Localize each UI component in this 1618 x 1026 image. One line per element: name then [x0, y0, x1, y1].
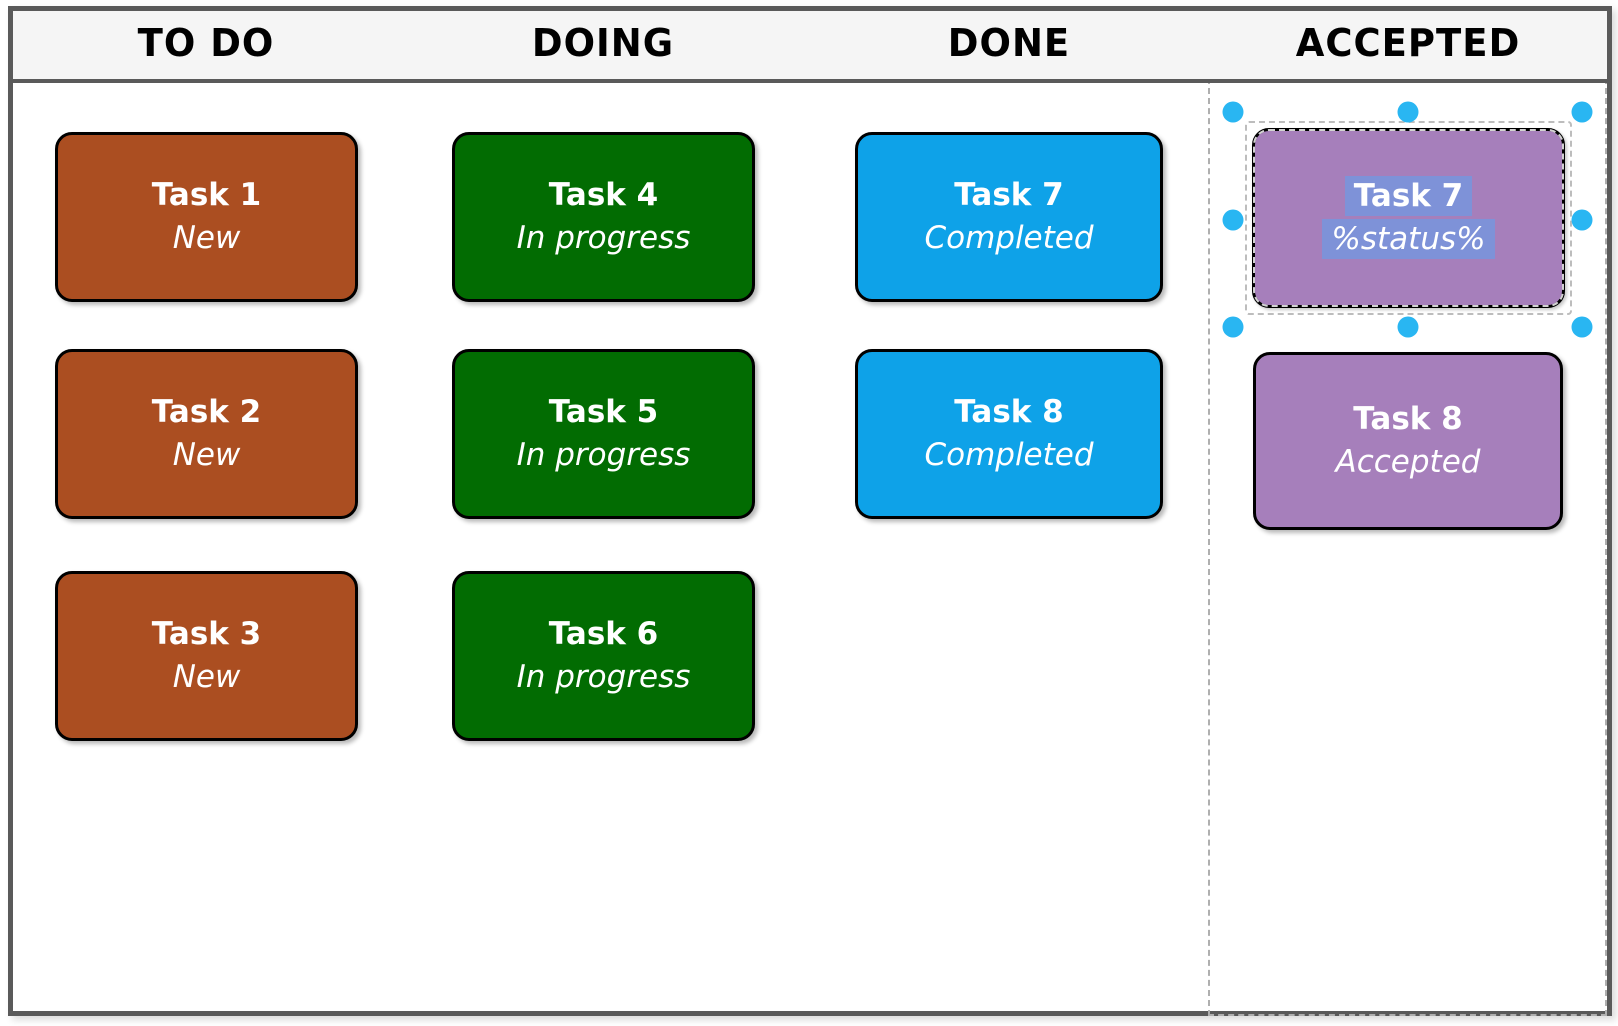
card-status: Completed: [924, 219, 1094, 256]
card-status: Accepted: [1335, 443, 1481, 480]
card-status: New: [172, 219, 241, 256]
selection-handle-w[interactable]: [1222, 209, 1244, 230]
card-title: Task 8: [954, 393, 1064, 430]
selection-handle-e[interactable]: [1571, 209, 1593, 230]
card-task5-doing[interactable]: Task 5 In progress: [452, 349, 755, 519]
card-task7-done[interactable]: Task 7 Completed: [855, 132, 1163, 302]
column-header-doing[interactable]: DOING: [531, 20, 675, 66]
selected-text: %status%: [1322, 218, 1495, 259]
board-header: TO DO DOING DONE ACCEPTED: [13, 11, 1607, 83]
card-status: %status%: [1322, 218, 1495, 259]
column-header-done[interactable]: DONE: [947, 20, 1071, 66]
card-task3-todo[interactable]: Task 3 New: [55, 571, 358, 741]
selection-handle-se[interactable]: [1571, 316, 1593, 338]
card-title: Task 1: [151, 176, 262, 213]
card-status: In progress: [516, 658, 691, 695]
selection-handle-s[interactable]: [1397, 316, 1418, 338]
board-body: Task 1 New Task 2 New Task 3 New Task 4 …: [13, 78, 1607, 1016]
card-title: Task 6: [548, 615, 659, 652]
card-status: In progress: [516, 219, 691, 256]
selection-handle-sw[interactable]: [1222, 316, 1244, 338]
card-title: Task 8: [1353, 400, 1463, 437]
card-title: Task 3: [151, 615, 262, 652]
card-status: New: [172, 658, 241, 695]
column-header-accepted[interactable]: ACCEPTED: [1295, 20, 1521, 66]
card-status: Completed: [924, 436, 1094, 473]
card-status: In progress: [516, 436, 691, 473]
card-task7-accepted-selected[interactable]: Task 7 %status%: [1252, 128, 1565, 308]
card-title: Task 2: [151, 393, 262, 430]
card-title: Task 7: [954, 176, 1064, 213]
selected-text: Task 7: [1344, 175, 1473, 216]
card-task6-doing[interactable]: Task 6 In progress: [452, 571, 755, 741]
card-task4-doing[interactable]: Task 4 In progress: [452, 132, 755, 302]
selection-bounds: [1222, 101, 1593, 338]
column-header-todo[interactable]: TO DO: [137, 20, 275, 66]
selection-handle-n[interactable]: [1397, 101, 1418, 123]
card-title: Task 4: [548, 176, 659, 213]
card-title: Task 5: [548, 393, 659, 430]
selection-handle-ne[interactable]: [1571, 101, 1593, 123]
card-task8-accepted[interactable]: Task 8 Accepted: [1253, 352, 1563, 530]
card-task1-todo[interactable]: Task 1 New: [55, 132, 358, 302]
card-task8-done[interactable]: Task 8 Completed: [855, 349, 1163, 519]
card-title: Task 7: [1344, 175, 1473, 216]
card-task2-todo[interactable]: Task 2 New: [55, 349, 358, 519]
kanban-board: TO DO DOING DONE ACCEPTED Task 1 New Tas…: [8, 6, 1612, 1016]
card-status: New: [172, 436, 241, 473]
selection-handle-nw[interactable]: [1222, 101, 1244, 123]
